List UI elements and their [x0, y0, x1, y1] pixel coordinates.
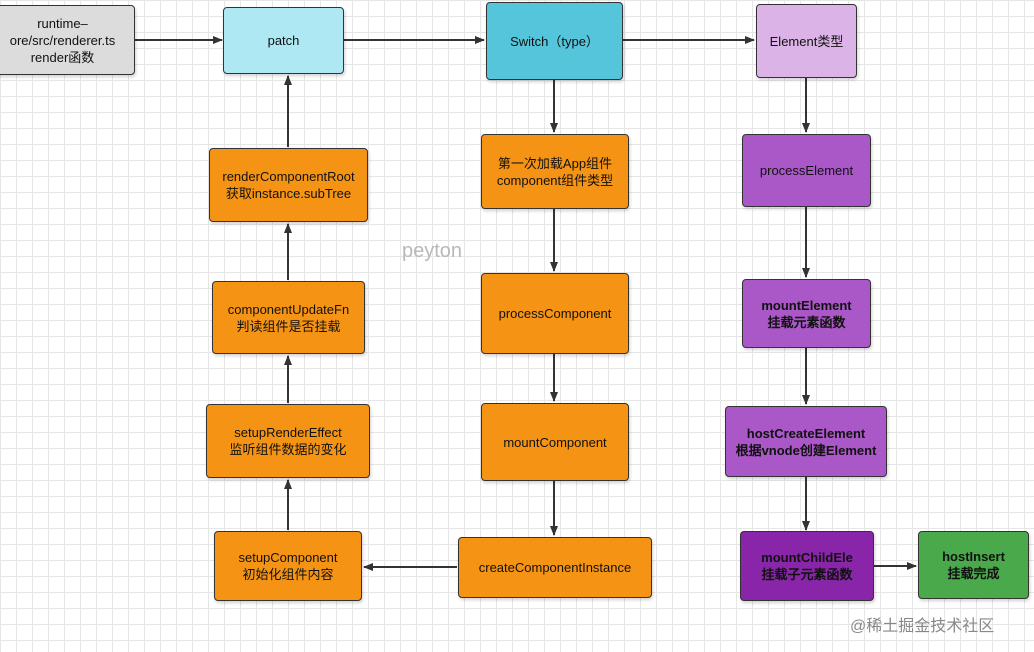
- author-watermark: peyton: [402, 240, 463, 262]
- host-create-element-label: hostCreateElement 根据vnode创建Element: [735, 425, 877, 458]
- runtime-render-label: runtime– ore/src/renderer.ts render函数: [9, 15, 116, 65]
- host-create-element-node: hostCreateElement 根据vnode创建Element: [725, 406, 887, 477]
- site-footer-watermark: @稀土掘金技术社区: [850, 618, 995, 635]
- mount-element-node: mountElement 挂载元素函数: [742, 279, 871, 348]
- setup-component-label: setupComponent 初始化组件内容: [238, 550, 338, 582]
- patch-node: patch: [223, 7, 344, 74]
- first-load-node: 第一次加载App组件 component组件类型: [481, 134, 629, 209]
- render-component-root-node: renderComponentRoot 获取instance.subTree: [209, 148, 368, 222]
- switch-type-label: Switch（type）: [510, 33, 599, 49]
- process-component-node: processComponent: [481, 273, 629, 354]
- patch-label: patch: [267, 33, 300, 48]
- create-component-instance-label: createComponentInstance: [478, 560, 632, 575]
- first-load-label: 第一次加载App组件 component组件类型: [496, 155, 614, 188]
- process-element-label: processElement: [759, 163, 854, 178]
- host-insert-label: hostInsert 挂载完成: [942, 549, 1005, 581]
- runtime-render-node: runtime– ore/src/renderer.ts render函数: [0, 5, 135, 75]
- process-element-node: processElement: [742, 134, 871, 207]
- create-component-instance-node: createComponentInstance: [458, 537, 652, 598]
- render-component-root-label: renderComponentRoot 获取instance.subTree: [222, 169, 355, 201]
- component-update-fn-label: componentUpdateFn 判读组件是否挂载: [227, 301, 350, 334]
- setup-component-node: setupComponent 初始化组件内容: [214, 531, 362, 601]
- mount-component-node: mountComponent: [481, 403, 629, 481]
- mount-child-ele-node: mountChildEle 挂载子元素函数: [740, 531, 874, 601]
- process-component-label: processComponent: [498, 306, 612, 321]
- switch-type-node: Switch（type）: [486, 2, 623, 80]
- element-type-label: Element类型: [769, 33, 844, 49]
- mount-child-ele-label: mountChildEle 挂载子元素函数: [761, 550, 853, 582]
- component-update-fn-node: componentUpdateFn 判读组件是否挂载: [212, 281, 365, 354]
- setup-render-effect-label: setupRenderEffect 监听组件数据的变化: [229, 425, 347, 457]
- mount-component-label: mountComponent: [503, 434, 607, 450]
- element-type-node: Element类型: [756, 4, 857, 78]
- setup-render-effect-node: setupRenderEffect 监听组件数据的变化: [206, 404, 370, 478]
- mount-element-label: mountElement 挂载元素函数: [761, 297, 852, 330]
- host-insert-node: hostInsert 挂载完成: [918, 531, 1029, 599]
